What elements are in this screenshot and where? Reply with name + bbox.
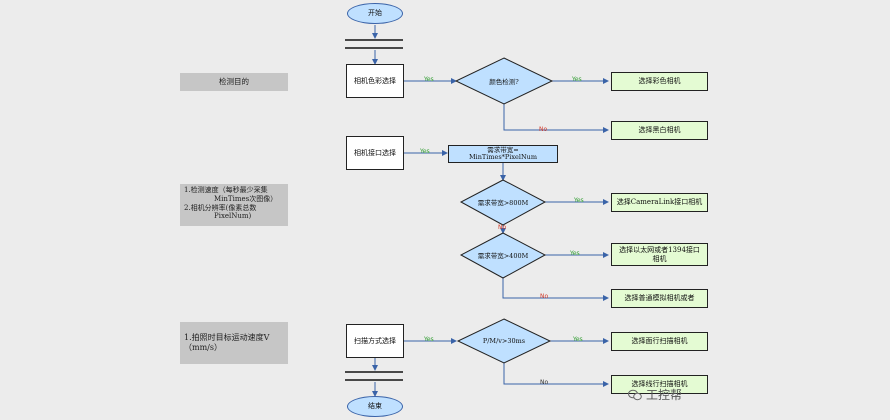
decision-bw400-shape	[459, 232, 547, 279]
result-color-camera: 选择彩色相机	[611, 72, 708, 91]
result-mono-camera: 选择黑白相机	[611, 121, 708, 140]
label-no-mono-camera: No	[539, 126, 548, 133]
label-yes-area-scan: Yes	[573, 336, 583, 343]
end-node: 结束	[347, 396, 403, 417]
bandwidth-calc-box: 需求带宽= MinTimes*PixelNum	[448, 145, 558, 163]
label-yes-color-decision: Yes	[424, 76, 434, 83]
label-yes-cameralink: Yes	[574, 197, 584, 204]
decision-bw800-text: 需求带宽>800M	[477, 199, 529, 207]
label-no-line-scan: No	[540, 379, 549, 386]
result-gige-1394-camera: 选择以太网或者1394接口相机	[611, 243, 708, 266]
note-purpose: 检测目的	[180, 73, 288, 91]
bandwidth-calc-line-1: 需求带宽=	[487, 145, 519, 154]
note-speed-line-3: 2.相机分辨率(像素总数	[184, 203, 257, 212]
result-area-scan-camera: 选择面行扫描相机	[611, 332, 708, 351]
connector-pm-line	[503, 363, 609, 387]
bandwidth-calc-line-2: MinTimes*PixelNum	[468, 153, 537, 161]
decision-pm-text: P/M/v>30ms	[482, 337, 526, 345]
label-yes-interface-calc: Yes	[420, 148, 430, 155]
decision-color-text: 颜色检测?	[489, 78, 519, 86]
wechat-icon	[628, 389, 642, 400]
decision-color-shape	[454, 57, 554, 105]
note-speed-resolution: 1.检测速度（每秒最少采集 MinTimes次图像） 2.相机分辨率(像素总数 …	[180, 184, 288, 226]
label-yes-gige: Yes	[570, 250, 580, 257]
start-node: 开始	[347, 3, 403, 24]
note-speed-line-2: MinTimes次图像）	[214, 194, 278, 203]
step-color-selection: 相机色彩选择	[346, 64, 404, 98]
decision-pm-shape	[456, 318, 552, 364]
watermark: 工控帮	[628, 386, 682, 403]
result-cameralink-camera: 选择CameraLink接口相机	[611, 193, 708, 212]
label-yes-scan-pm: Yes	[424, 336, 434, 343]
note-motion-line-2: （mm/s）	[184, 343, 222, 352]
watermark-text: 工控帮	[646, 388, 683, 402]
label-no-bw800: No	[498, 224, 507, 231]
connector-decision-monocam	[503, 104, 609, 133]
connector-bw400-usb	[502, 278, 609, 301]
note-speed-line-4: PixelNum)	[214, 212, 252, 221]
step-scan-selection: 扫描方式选择	[346, 324, 404, 358]
note-speed-line-1: 1.检测速度（每秒最少采集	[184, 186, 268, 194]
note-motion-speed: 1.拍照时目标运动速度V （mm/s）	[180, 322, 288, 364]
decision-bw400-text: 需求带宽>400M	[477, 252, 529, 260]
label-yes-color-camera: Yes	[572, 76, 582, 83]
result-analog-camera: 选择普通模拟相机或者	[611, 289, 708, 308]
step-interface-selection: 相机接口选择	[346, 136, 404, 170]
result-line-scan-camera: 选择线行扫描相机	[611, 375, 708, 394]
label-no-analog: No	[540, 293, 549, 300]
note-motion-line-1: 1.拍照时目标运动速度V	[184, 333, 270, 342]
decision-bw800-shape	[459, 179, 547, 226]
